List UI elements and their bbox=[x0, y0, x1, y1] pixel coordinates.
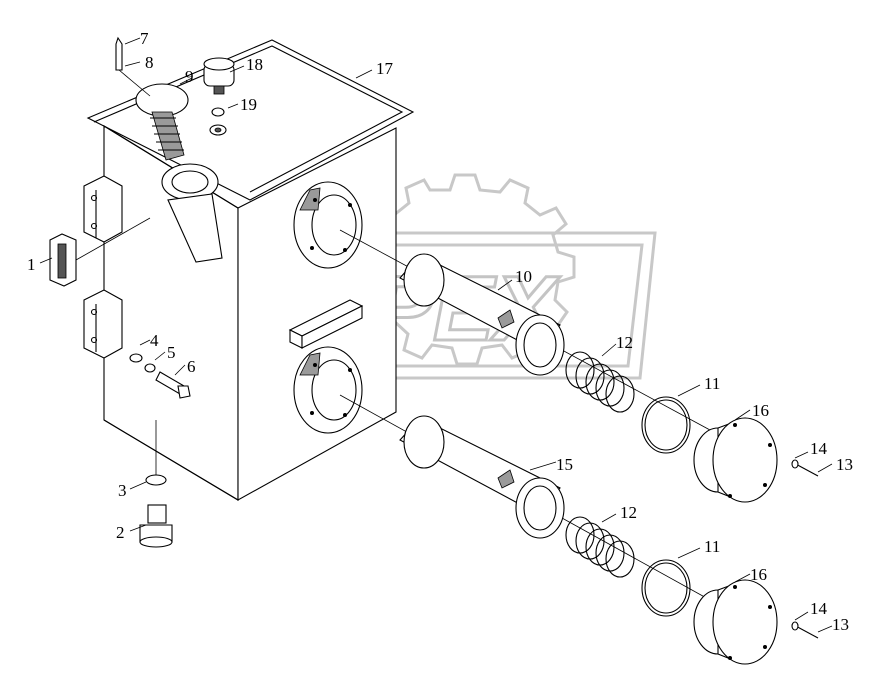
baffle-plate bbox=[288, 299, 364, 349]
cover-bolt-lower bbox=[791, 621, 819, 639]
callout-2: 2 bbox=[116, 523, 125, 542]
filter-element-15 bbox=[339, 394, 711, 601]
callout-14b: 14 bbox=[810, 599, 828, 618]
callout-3: 3 bbox=[118, 481, 127, 500]
spring-upper bbox=[565, 351, 635, 413]
filter-element-10 bbox=[339, 229, 711, 431]
drain-plug bbox=[139, 420, 173, 548]
callout-1: 1 bbox=[27, 255, 36, 274]
callout-10: 10 bbox=[515, 267, 532, 286]
o-ring-lower bbox=[641, 559, 691, 617]
leader-lines bbox=[39, 37, 833, 633]
callout-7: 7 bbox=[140, 29, 149, 48]
callout-18: 18 bbox=[246, 55, 263, 74]
callout-12b: 12 bbox=[620, 503, 637, 522]
callout-12a: 12 bbox=[616, 333, 633, 352]
callout-5: 5 bbox=[167, 343, 176, 362]
callout-17: 17 bbox=[376, 59, 394, 78]
spring-lower bbox=[565, 516, 635, 578]
breather-cap bbox=[203, 57, 235, 136]
callout-6: 6 bbox=[187, 357, 196, 376]
callout-16b: 16 bbox=[750, 565, 767, 584]
callout-13a: 13 bbox=[836, 455, 853, 474]
callout-19: 19 bbox=[240, 95, 257, 114]
tank-port-lower bbox=[293, 346, 363, 434]
o-ring-upper bbox=[641, 396, 691, 454]
callout-11a: 11 bbox=[704, 374, 720, 393]
callout-15: 15 bbox=[556, 455, 573, 474]
callout-16a: 16 bbox=[752, 401, 769, 420]
filler-neck bbox=[135, 83, 223, 263]
callout-8: 8 bbox=[145, 53, 154, 72]
bracket-lower bbox=[83, 289, 123, 359]
tank-port-upper bbox=[293, 181, 363, 269]
sight-gauge bbox=[49, 217, 151, 287]
callout-4: 4 bbox=[150, 331, 159, 350]
callout-14a: 14 bbox=[810, 439, 828, 458]
bracket-upper bbox=[83, 175, 123, 243]
callout-13b: 13 bbox=[832, 615, 849, 634]
callout-11b: 11 bbox=[704, 537, 720, 556]
callout-9: 9 bbox=[185, 67, 194, 86]
callout-labels: 1 2 3 4 5 6 7 8 9 10 11 11 12 12 13 13 1… bbox=[27, 29, 853, 634]
bolt-assembly bbox=[129, 353, 191, 399]
cover-upper bbox=[693, 417, 778, 503]
screw-7-8 bbox=[115, 36, 151, 97]
cover-bolt-upper bbox=[791, 459, 819, 477]
cover-lower bbox=[693, 579, 778, 665]
